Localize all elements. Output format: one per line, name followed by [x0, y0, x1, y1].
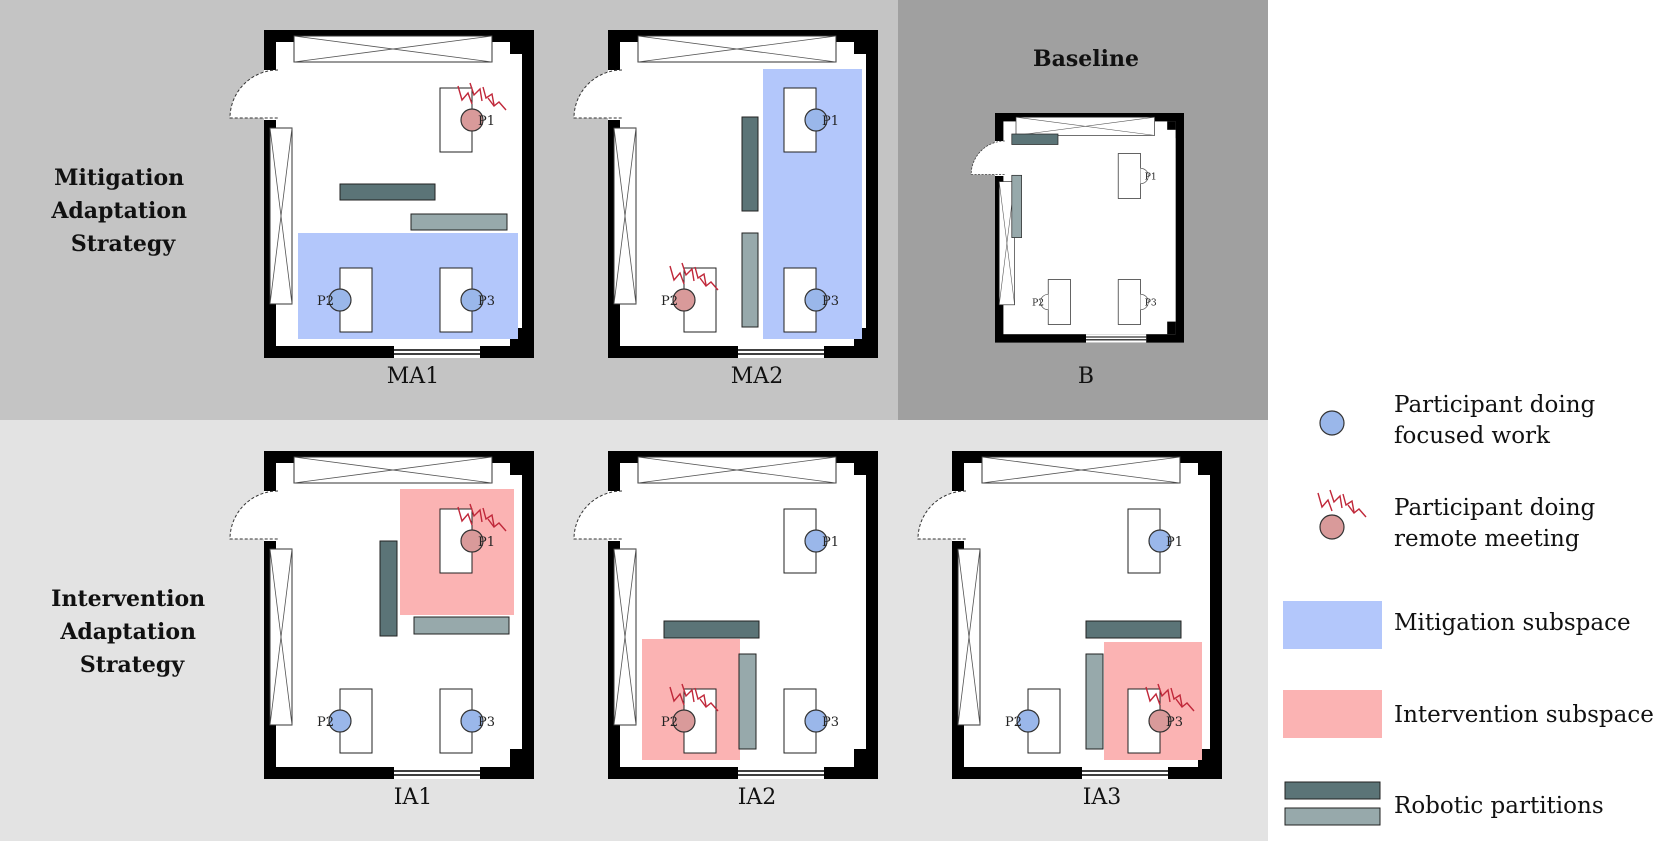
- participant-label: P2: [317, 715, 334, 730]
- participant-P3: P3: [1145, 683, 1195, 733]
- layout-label-IA1: IA1: [394, 785, 433, 810]
- mitigation-subspace: [298, 233, 518, 339]
- layout-label-MA1: MA1: [387, 364, 439, 389]
- robotic-partition-2[interactable]: [738, 653, 757, 750]
- participant-P2: P2: [317, 288, 352, 312]
- participant-P2: P2: [1032, 293, 1049, 311]
- participant-P1: P1: [457, 82, 507, 132]
- legend-meeting: Participant doing remote meeting: [1317, 489, 1603, 552]
- legend-partition-dark: [1284, 781, 1381, 800]
- baseline-title: Baseline: [1033, 46, 1139, 72]
- legend-meeting-marker: [1319, 514, 1345, 540]
- desk-1: [1117, 153, 1141, 199]
- legend-mitigation-text: Mitigation subspace: [1394, 610, 1631, 636]
- window-top: [981, 456, 1181, 484]
- legend-focused: Participant doing focused work: [1319, 392, 1603, 449]
- participant-P3: P3: [1140, 293, 1157, 311]
- participant-label: P1: [1145, 173, 1157, 183]
- participant-label: P1: [1166, 535, 1183, 550]
- window-left: [269, 548, 293, 726]
- window-top: [293, 456, 493, 484]
- legend-partitions: Robotic partitions: [1284, 781, 1604, 826]
- participant-P2: P2: [317, 709, 352, 733]
- participant-label: P3: [478, 294, 495, 309]
- window-left: [269, 127, 293, 305]
- participant-label: P2: [661, 715, 678, 730]
- participant-label: P1: [478, 114, 495, 129]
- window-left: [998, 181, 1015, 306]
- robotic-partition-2[interactable]: [1085, 653, 1104, 750]
- robotic-partition-2[interactable]: [413, 616, 510, 635]
- participant-label: P3: [1166, 715, 1183, 730]
- layout-label-B: B: [1078, 364, 1094, 389]
- robotic-partition-2[interactable]: [741, 232, 759, 328]
- legend-focused-marker: [1319, 410, 1345, 436]
- layout-label-IA2: IA2: [738, 785, 777, 810]
- intervention-strategy-label: Intervention Adaptation Strategy: [51, 586, 213, 678]
- window-left: [613, 127, 637, 305]
- legend-intervention-swatch: [1283, 690, 1382, 738]
- participant-P1: P1: [457, 503, 507, 553]
- legend-intervention-text: Intervention subspace: [1394, 702, 1654, 728]
- participant-label: P2: [1005, 715, 1022, 730]
- participant-label: P3: [822, 294, 839, 309]
- participant-P1: P1: [804, 529, 839, 553]
- robotic-partition-1[interactable]: [663, 620, 760, 639]
- participant-label: P2: [317, 294, 334, 309]
- participant-P3: P3: [804, 709, 839, 733]
- legend-focused-text: Participant doing focused work: [1394, 392, 1603, 449]
- robotic-partition-1[interactable]: [1085, 620, 1182, 639]
- legend-mitigation-swatch: [1283, 601, 1382, 649]
- robotic-partition-1[interactable]: [339, 183, 436, 201]
- desk-3: [1117, 279, 1141, 325]
- participant-P2: P2: [1005, 709, 1040, 733]
- window-top: [293, 35, 493, 63]
- participant-P2: P2: [661, 683, 719, 733]
- layout-label-MA2: MA2: [731, 364, 783, 389]
- participant-label: P3: [822, 715, 839, 730]
- participant-P3: P3: [460, 288, 495, 312]
- robotic-partition-1[interactable]: [379, 540, 398, 637]
- participant-label: P1: [478, 535, 495, 550]
- legend-meeting-text: Participant doing remote meeting: [1394, 495, 1603, 552]
- participant-P3: P3: [804, 288, 839, 312]
- desk-2: [1047, 279, 1071, 325]
- legend-mitigation: Mitigation subspace: [1283, 601, 1631, 649]
- robotic-partition-1[interactable]: [1011, 133, 1059, 145]
- window-top: [637, 456, 837, 484]
- participant-P1: P1: [1148, 529, 1183, 553]
- robotic-partition-2[interactable]: [410, 213, 508, 231]
- participant-label: P1: [822, 114, 839, 129]
- participant-label: P1: [822, 535, 839, 550]
- legend-partition-light: [1284, 807, 1381, 826]
- mitigation-strategy-label: Mitigation Adaptation Strategy: [50, 165, 194, 257]
- participant-P3: P3: [460, 709, 495, 733]
- robotic-partition-2[interactable]: [1011, 174, 1022, 238]
- window-left: [613, 548, 637, 726]
- participant-P1: P1: [1140, 167, 1157, 185]
- window-top: [637, 35, 837, 63]
- participant-label: P3: [1145, 299, 1157, 309]
- window-top: [1015, 116, 1155, 136]
- legend-intervention: Intervention subspace: [1283, 690, 1654, 738]
- participant-label: P3: [478, 715, 495, 730]
- participant-P1: P1: [804, 108, 839, 132]
- window-left: [957, 548, 981, 726]
- legend: Participant doing focused work Participa…: [1283, 392, 1654, 826]
- participant-P2: P2: [661, 262, 719, 312]
- participant-label: P2: [661, 294, 678, 309]
- layout-label-IA3: IA3: [1083, 785, 1122, 810]
- participant-label: P2: [1032, 299, 1044, 309]
- robotic-partition-1[interactable]: [741, 116, 759, 212]
- legend-partitions-text: Robotic partitions: [1394, 793, 1604, 819]
